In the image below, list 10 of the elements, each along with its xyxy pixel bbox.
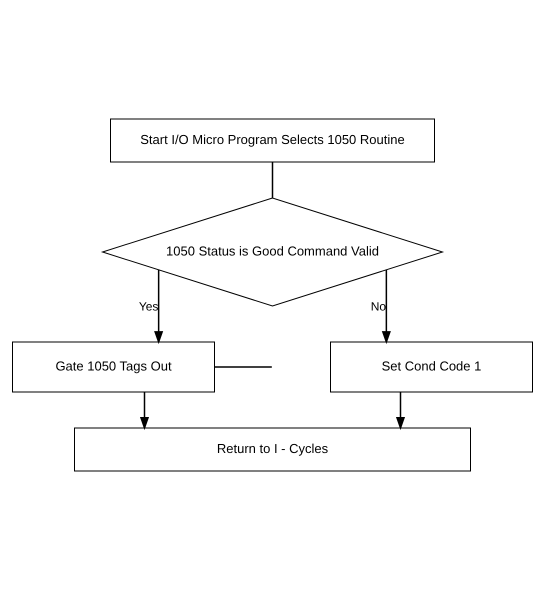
node-box: Gate 1050 Tags Out bbox=[12, 341, 215, 392]
connector bbox=[272, 162, 274, 198]
arrow bbox=[154, 269, 164, 344]
arrow bbox=[382, 269, 391, 344]
node-box: Return to I - Cycles bbox=[74, 427, 471, 471]
node-box: Start I/O Micro Program Selects 1050 Routine bbox=[110, 118, 435, 162]
arrow bbox=[140, 392, 150, 430]
node-box: Set Cond Code 1 bbox=[330, 341, 533, 392]
arrow bbox=[396, 392, 406, 430]
connector bbox=[214, 366, 272, 368]
